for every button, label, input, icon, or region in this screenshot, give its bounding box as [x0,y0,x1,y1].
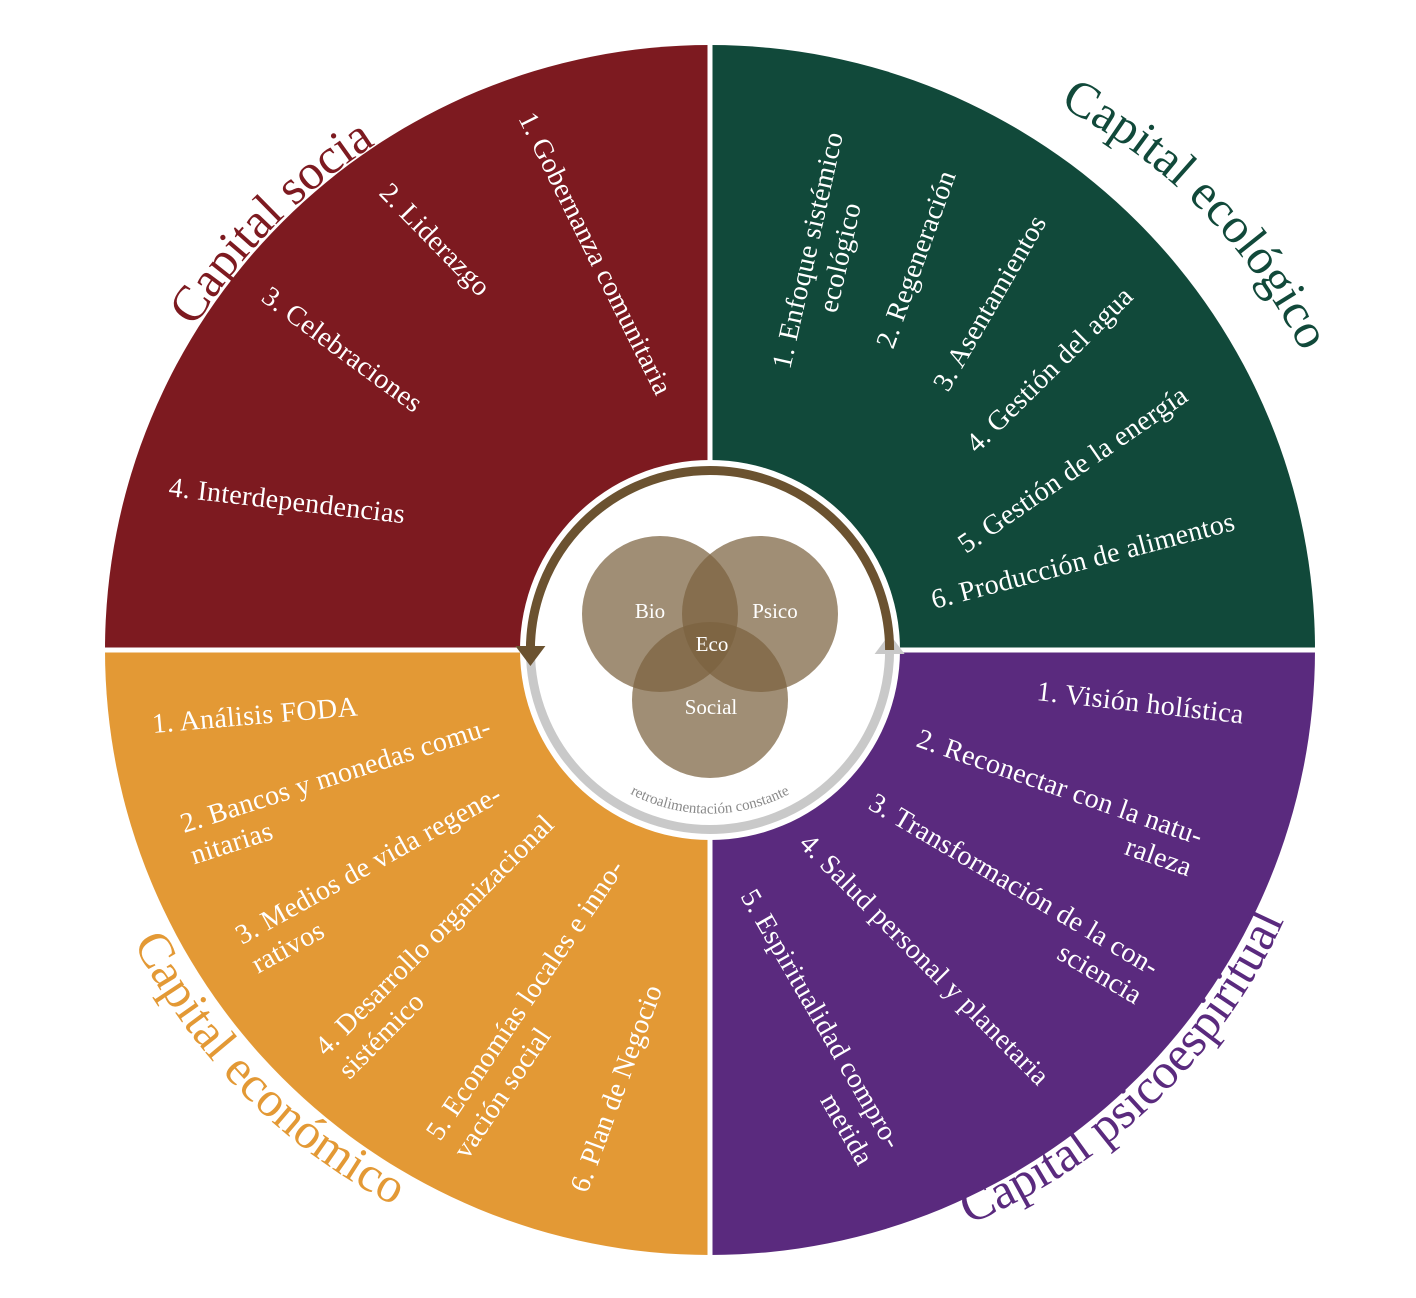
feedback-arrow-grey [525,649,895,835]
quadrant-economico [105,650,710,1255]
quadrant-psicoespiritual [710,650,1315,1255]
feedback-arrowhead-brown [515,646,546,666]
venn-label-psico: Psico [752,599,798,623]
venn-circle-social [632,622,788,778]
quadrant-ecologico [710,45,1315,650]
venn-label-eco: Eco [696,632,729,656]
feedback-arrow-brown [525,465,895,651]
quadrant-social [105,45,710,650]
venn-label-social: Social [685,695,738,719]
venn-label-bio: Bio [635,599,665,623]
vida-label: VIDA [683,509,738,534]
vida-core: VIDA Bio Psico Eco Social retroalimentac… [515,460,905,840]
